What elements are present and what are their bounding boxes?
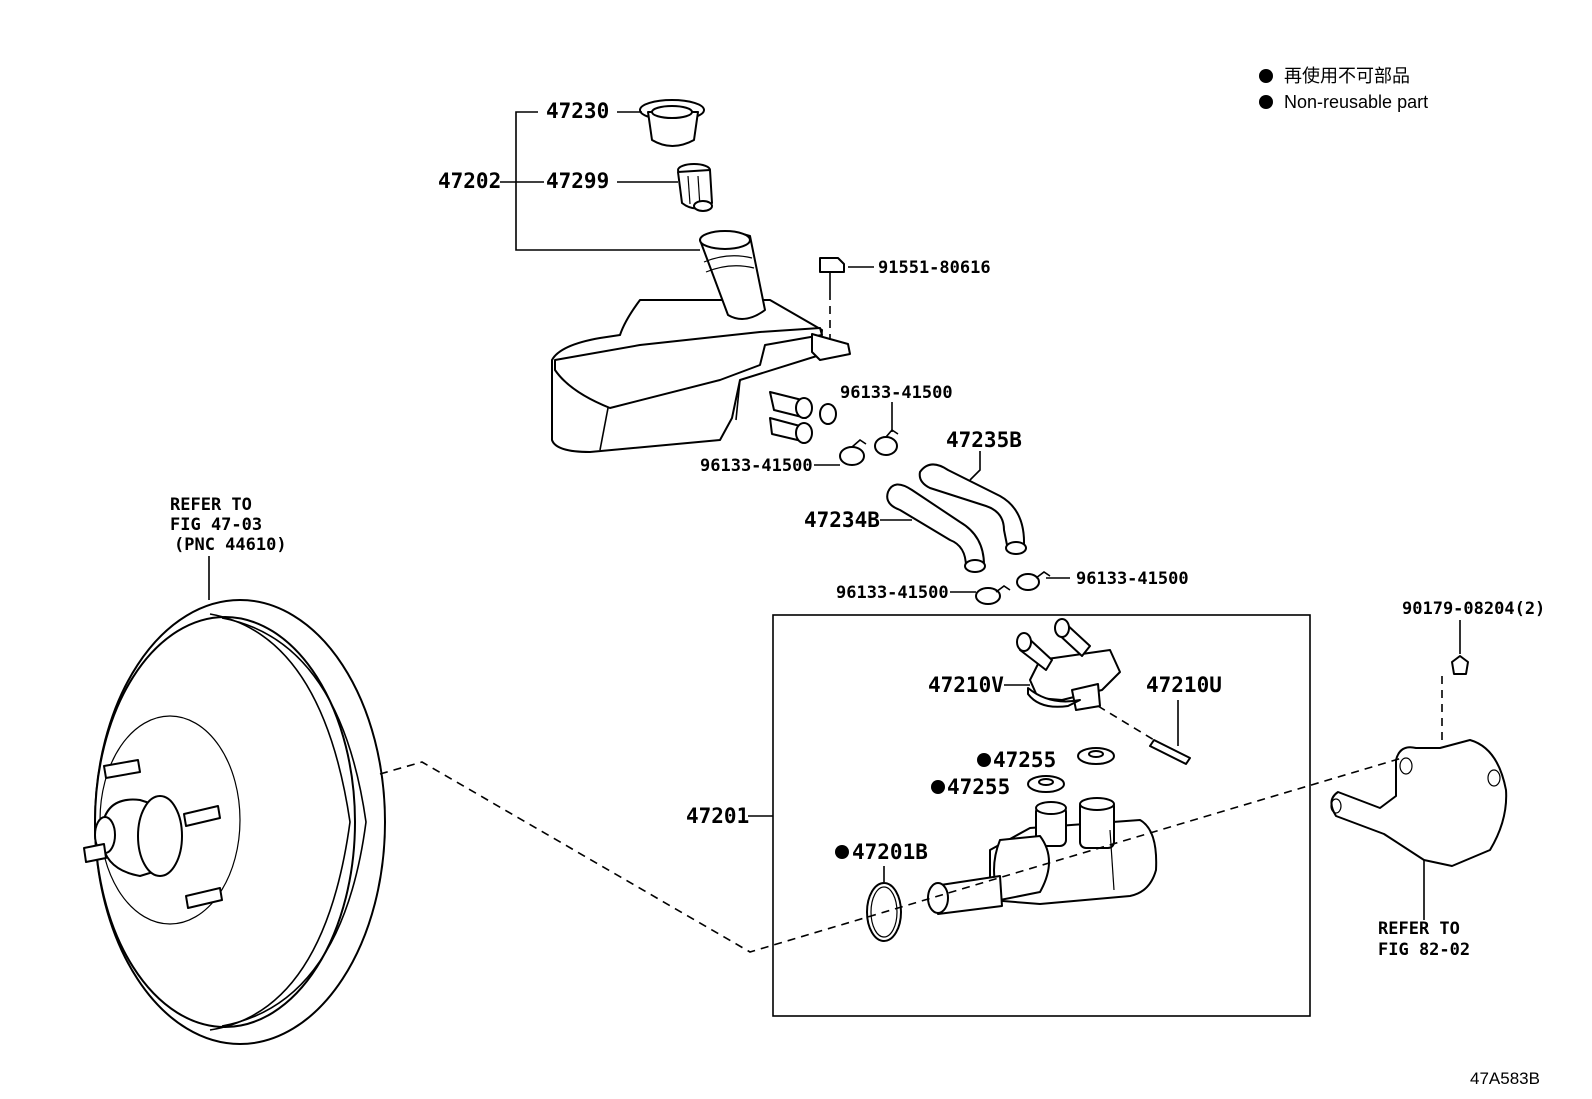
- label-47210U: 47210U: [1146, 673, 1222, 697]
- grommet-part[interactable]: [1077, 747, 1115, 765]
- label-96133-41500-b: 96133-41500: [700, 456, 813, 476]
- label-96133-41500-d: 96133-41500: [1076, 569, 1189, 589]
- legend-en: Non-reusable part: [1284, 92, 1428, 112]
- refer-note-bracket-line2: FIG 82-02: [1378, 940, 1470, 960]
- label-47230: 47230: [546, 99, 609, 123]
- hose-clip-part[interactable]: [874, 428, 899, 456]
- label-47235B: 47235B: [946, 428, 1022, 452]
- label-90179-08204: 90179-08204(2): [1402, 599, 1545, 619]
- reservoir-cap-part[interactable]: [639, 99, 705, 147]
- label-91551-80616: 91551-80616: [878, 258, 991, 278]
- legend: 再使用不可部品 Non-reusable part: [1259, 66, 1428, 112]
- label-96133-41500-a: 96133-41500: [840, 383, 953, 403]
- bracket-part[interactable]: [1330, 739, 1508, 920]
- grommet-part[interactable]: [1027, 775, 1065, 793]
- refer-note-booster-line2: FIG 47-03: [170, 515, 262, 535]
- reservoir-strainer-part[interactable]: [677, 163, 713, 212]
- refer-note-bracket-line1: REFER TO: [1378, 919, 1460, 939]
- figure-code: 47A583B: [1470, 1069, 1540, 1088]
- bolt-part[interactable]: [819, 257, 845, 340]
- non-reusable-marker-icon: [835, 845, 849, 859]
- label-47234B: 47234B: [804, 508, 880, 532]
- label-47255-b: 47255: [947, 775, 1010, 799]
- label-47201: 47201: [686, 804, 749, 828]
- hose-clip-part[interactable]: [839, 438, 867, 466]
- non-reusable-marker-icon: [931, 780, 945, 794]
- refer-note-booster-line1: REFER TO: [170, 495, 252, 515]
- nut-part[interactable]: [1441, 655, 1469, 745]
- non-reusable-marker-icon: [977, 753, 991, 767]
- legend-jp: 再使用不可部品: [1284, 66, 1410, 86]
- booster-alignment-line: [379, 757, 1403, 953]
- brake-booster-part[interactable]: [83, 599, 386, 1045]
- non-reusable-marker-icon: [1259, 69, 1273, 83]
- label-47299: 47299: [546, 169, 609, 193]
- master-cylinder-body-part[interactable]: [927, 797, 1158, 915]
- label-47210V: 47210V: [928, 673, 1004, 697]
- non-reusable-marker-icon: [1259, 95, 1273, 109]
- hose-clip-part[interactable]: [1016, 571, 1051, 591]
- label-47201B: 47201B: [852, 840, 928, 864]
- label-47202: 47202: [438, 169, 501, 193]
- label-47255-a: 47255: [993, 748, 1056, 772]
- reservoir-hose-part[interactable]: [918, 463, 1027, 555]
- refer-note-booster-line3: (PNC 44610): [174, 535, 287, 555]
- label-96133-41500-c: 96133-41500: [836, 583, 949, 603]
- reservoir-tank-part[interactable]: [551, 230, 851, 453]
- leader-lines: [208, 111, 1461, 882]
- master-cylinder-connector-part[interactable]: [1016, 618, 1121, 711]
- hose-clip-part[interactable]: [975, 585, 1011, 605]
- reservoir-hose-part[interactable]: [886, 483, 986, 573]
- retaining-pin-part[interactable]: [1097, 705, 1191, 765]
